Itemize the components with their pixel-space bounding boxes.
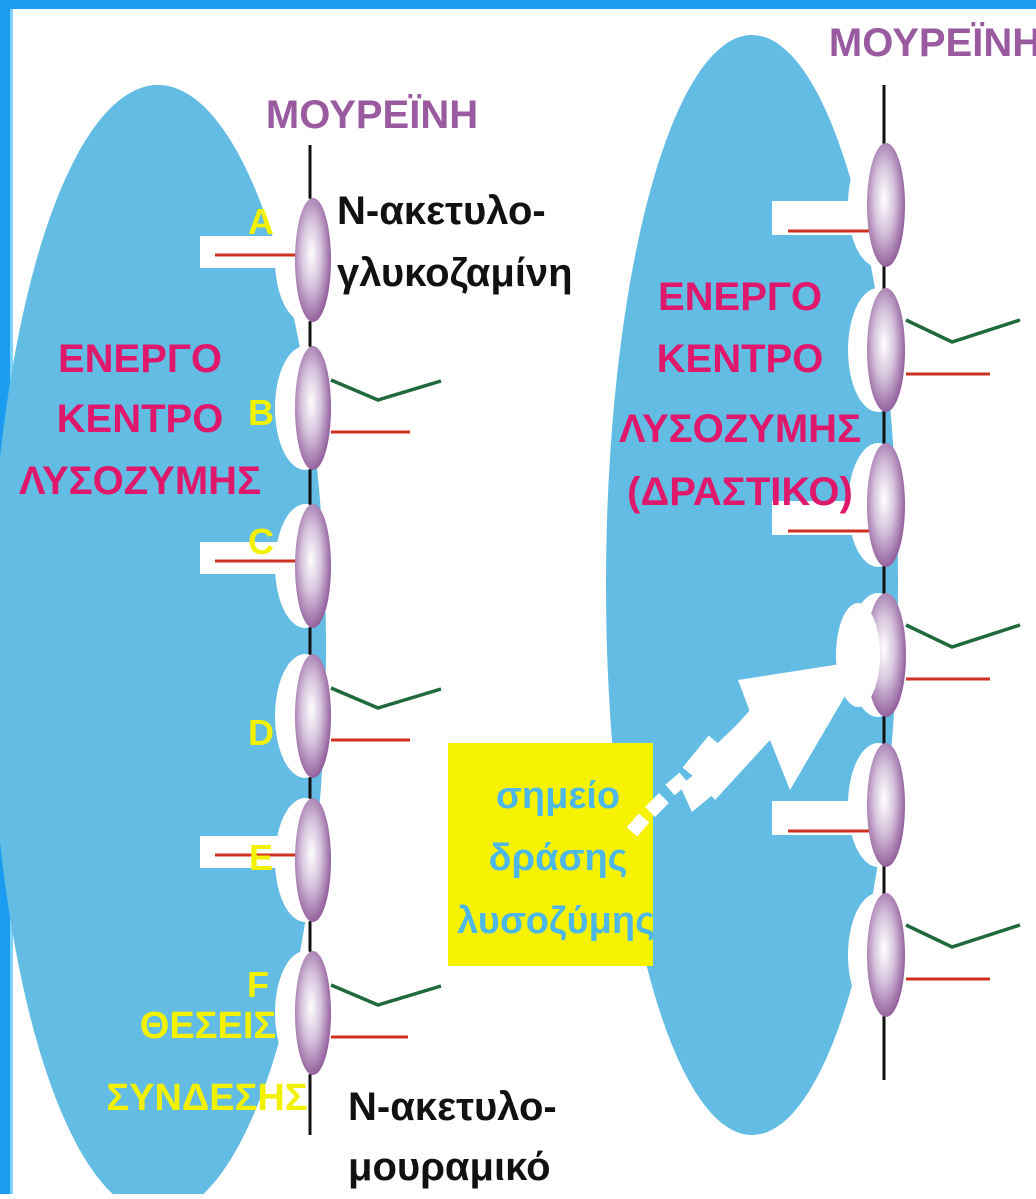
site-letter-f: F [247,964,269,1005]
right-active-site-line-2: ΚΕΝΤΡΟ [657,337,824,381]
sugar-residue [295,504,331,628]
cleavage-notch [836,603,880,707]
sugar-residue [295,798,331,922]
sugar-residue [295,951,331,1075]
arrow-tail-stripe [670,778,684,790]
active-site-line-3: ΛΥΣΟΖΥΜΗΣ [19,459,261,503]
site-letter-e: E [249,837,273,878]
nag-label-line-1: N-ακετυλο- [337,189,546,233]
arrow-tail-stripe [632,818,644,832]
sugar-residue [867,443,905,567]
site-letter-b: B [248,392,274,433]
active-site-line-1: ΕΝΕΡΓΟ [58,337,222,381]
arrow-tail-stripe [650,798,664,812]
nam-label-line-1: N-ακετυλο- [348,1085,557,1129]
sugar-residue [295,654,331,778]
action-site-line-2: δράσης [489,837,628,879]
sugar-residue [295,346,331,470]
sugar-residue [867,288,905,412]
site-letter-a: A [248,201,274,242]
sugar-residue [867,143,905,267]
active-site-line-2: ΚΕΝΤΡΟ [57,397,224,441]
sugar-residue [867,743,905,867]
action-site-line-1: σημείο [496,775,620,817]
binding-sites-line-2: ΣΥΝΔΕΣΗΣ [106,1077,307,1119]
right-active-site-line-3: ΛΥΣΟΖΥΜΗΣ [619,407,861,451]
binding-sites-line-1: ΘΕΣΕΙΣ [140,1005,276,1047]
nag-label-line-2: γλυκοζαμίνη [337,251,573,295]
left-murein-label: ΜΟΥΡΕΪΝΗ [266,93,478,137]
nam-label-line-2: μουραμικό [348,1145,551,1189]
right-murein-label: ΜΟΥΡΕΪΝΗ [829,21,1036,65]
site-letter-c: C [248,521,274,562]
sugar-residue [867,893,905,1017]
site-letter-d: D [248,712,274,753]
right-active-site-line-1: ΕΝΕΡΓΟ [658,275,822,319]
action-site-line-3: λυσοζύμης [457,900,655,942]
sugar-residue [295,198,331,322]
right-active-site-line-4: (ΔΡΑΣΤΙΚΟ) [627,470,853,514]
frame-top [0,0,1036,9]
